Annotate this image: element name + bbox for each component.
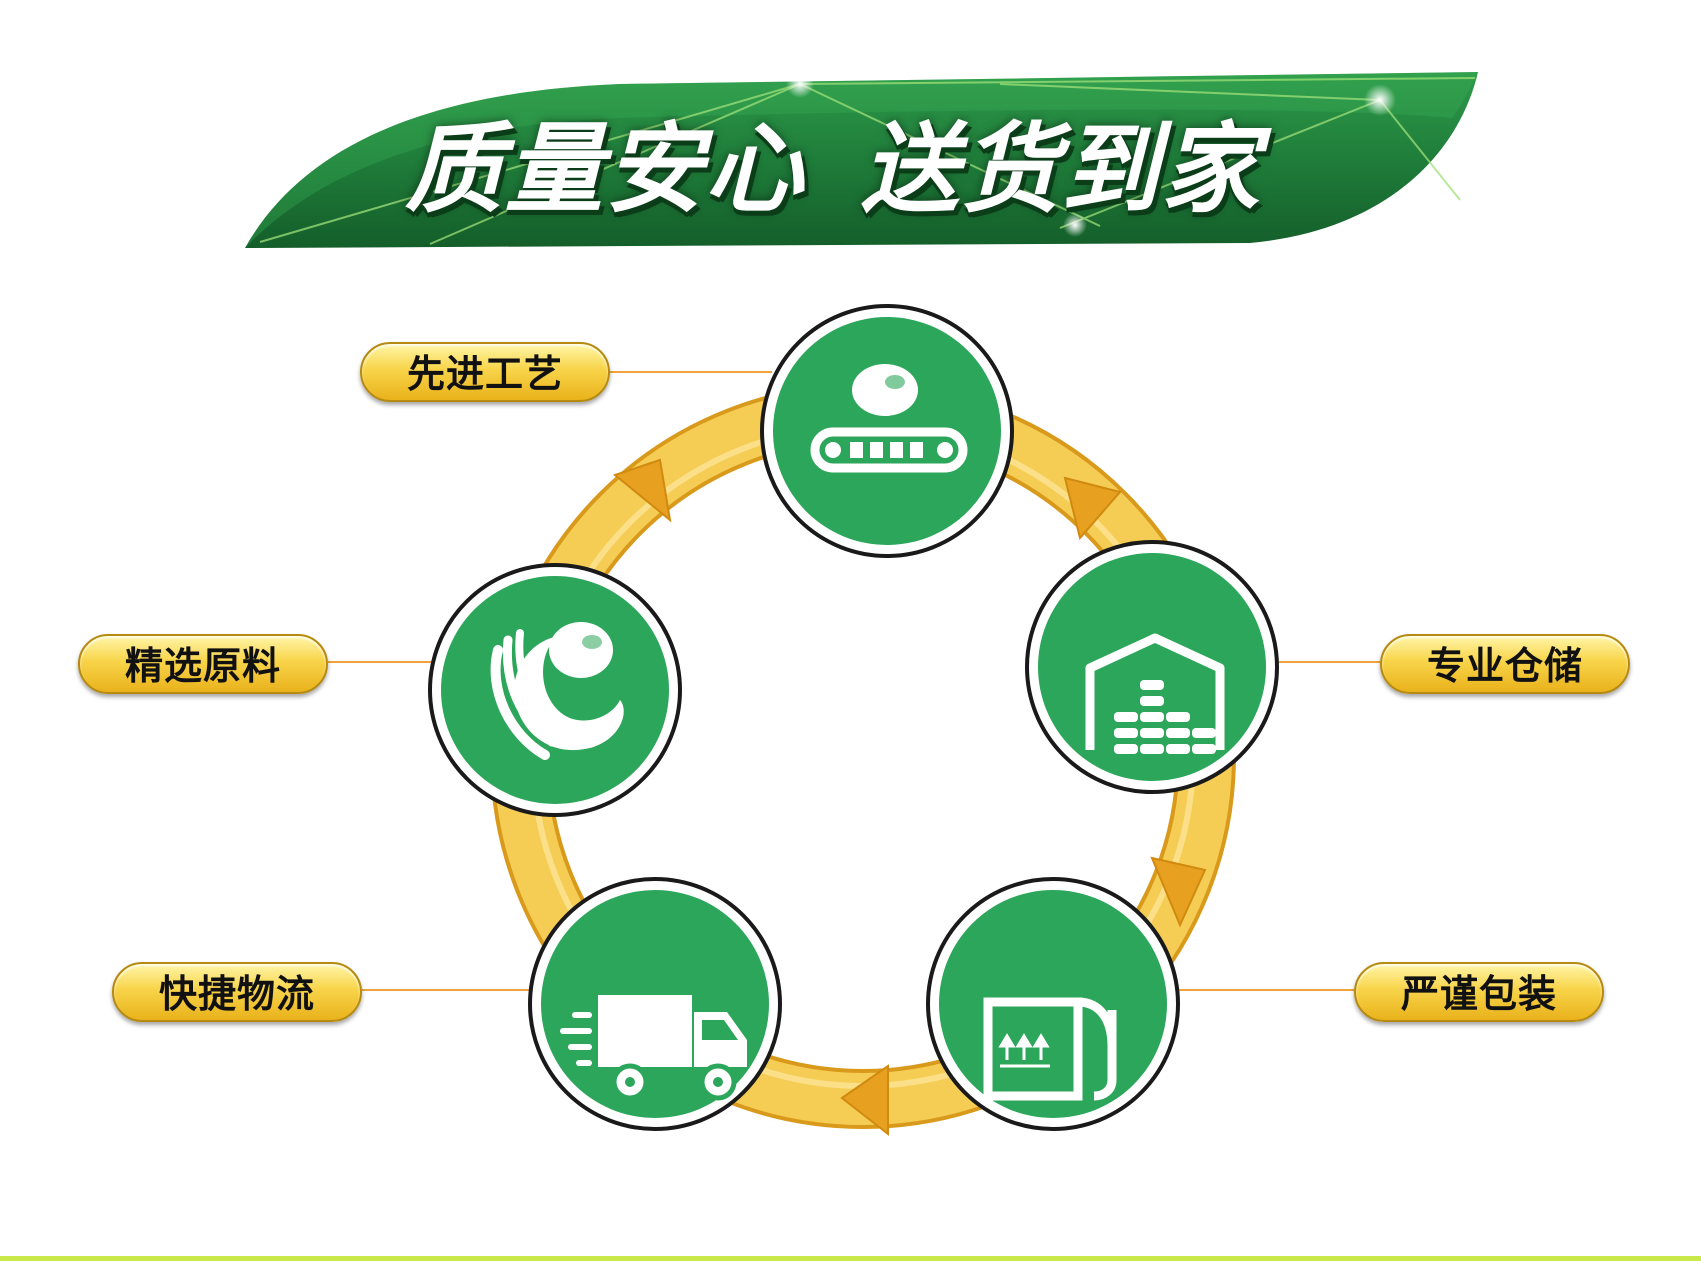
conveyor-belt-icon xyxy=(810,364,968,473)
step-circle-1 xyxy=(760,304,1014,558)
step-circle-2 xyxy=(1025,540,1279,794)
banner-title-part2: 送货到家 xyxy=(861,113,1262,227)
step-label-1: 先进工艺 xyxy=(360,342,610,402)
arrow-1-to-2 xyxy=(1063,476,1122,541)
arrow-3-to-4 xyxy=(840,1064,889,1137)
arrow-2-to-3 xyxy=(1150,856,1207,928)
flow-arrows xyxy=(612,458,1207,1137)
step-label-4: 快捷物流 xyxy=(112,962,362,1022)
step-label-5: 精选原料 xyxy=(78,634,328,694)
step-circle-3 xyxy=(926,877,1180,1131)
banner-title-part1: 质量安心 xyxy=(405,113,806,227)
hand-selecting-icon xyxy=(490,622,624,760)
step-circles xyxy=(428,304,1279,1131)
bottom-divider xyxy=(0,1256,1701,1261)
connector-lines xyxy=(328,371,1380,991)
banner-leaf xyxy=(245,70,1478,248)
step-circle-4 xyxy=(528,877,782,1131)
banner-title: 质量安心送货到家 xyxy=(405,105,1305,235)
package-box-icon xyxy=(983,997,1117,1101)
warehouse-icon xyxy=(1085,633,1225,754)
step-label-2: 专业仓储 xyxy=(1380,634,1630,694)
step-circle-5 xyxy=(428,563,682,817)
step-label-3: 严谨包装 xyxy=(1354,962,1604,1022)
arrow-5-to-1 xyxy=(612,458,672,523)
delivery-truck-icon xyxy=(560,995,747,1101)
